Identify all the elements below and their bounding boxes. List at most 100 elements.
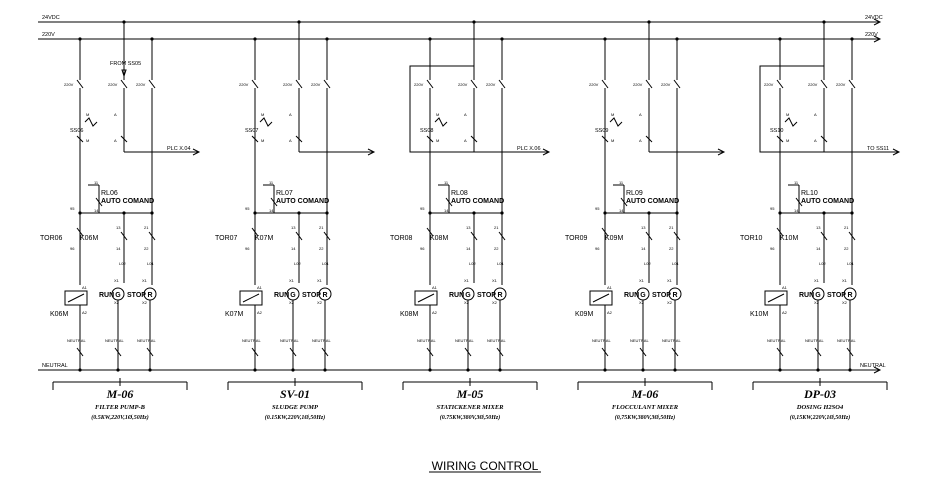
terminal-96: 96 — [245, 246, 250, 251]
voltage-label: 220V — [633, 82, 643, 87]
terminal-a: A — [639, 112, 642, 117]
voltage-label: 220V — [486, 82, 496, 87]
neutral-small-label: NEUTRAL — [280, 338, 299, 343]
selector-contact — [426, 135, 434, 143]
junction-dot — [325, 211, 329, 215]
overload-label: TOR08 — [390, 235, 413, 242]
stop-lamp-label: STOP — [302, 292, 321, 299]
terminal-21: 21 — [319, 225, 324, 230]
neutral-rail-arrow — [873, 366, 882, 374]
equipment-tag: M-06 — [106, 387, 134, 401]
equipment-name: FILTER PUMP-B — [95, 404, 146, 411]
relay-label: RL07 — [276, 190, 293, 197]
lamp-x2: X2 — [814, 300, 820, 305]
lamp-x1: X1 — [464, 278, 470, 283]
neutral-break — [601, 347, 609, 357]
junction-dot — [675, 211, 679, 215]
coil-slash — [417, 293, 435, 303]
fuse-break — [295, 79, 303, 89]
neutral-small-label: NEUTRAL — [455, 338, 474, 343]
junction-dot — [603, 37, 607, 41]
terminal-95: 95 — [245, 206, 250, 211]
aux-contact — [820, 231, 828, 241]
neutral-break — [814, 347, 822, 357]
terminal-l02: L02 — [819, 261, 826, 266]
plc-arrow — [192, 148, 201, 156]
voltage-label: 220V — [283, 82, 293, 87]
neutral-break — [76, 347, 84, 357]
neutral-small-label: NEUTRAL — [242, 338, 261, 343]
neutral-small-label: NEUTRAL — [805, 338, 824, 343]
terminal-l01: L01 — [672, 261, 679, 266]
contactor-coil — [64, 290, 88, 306]
fuse-break — [323, 79, 331, 89]
terminal-14: 14 — [94, 208, 99, 213]
relay-contact — [620, 197, 628, 207]
neutral-small-label: NEUTRAL — [662, 338, 681, 343]
junction-dot — [78, 368, 82, 372]
stop-lamp-label: STOP — [477, 292, 496, 299]
coil-a2: A2 — [257, 310, 263, 315]
selector-switch-label: SS07 — [245, 128, 258, 134]
neutral-break — [671, 347, 679, 357]
run-lamp-symbol: G — [290, 292, 296, 299]
terminal-a: A — [289, 112, 292, 117]
selector-contact — [820, 135, 828, 143]
overload-label: TOR07 — [215, 235, 238, 242]
relay-contact — [95, 197, 103, 207]
terminal-95: 95 — [770, 206, 775, 211]
terminal-14: 14 — [269, 208, 274, 213]
junction-dot — [778, 368, 782, 372]
terminal-13: 13 — [466, 225, 471, 230]
selector-switch-symbol — [259, 117, 273, 127]
relay-contact — [445, 197, 453, 207]
terminal-l01: L01 — [322, 261, 329, 266]
equipment-tag: M-06 — [631, 387, 659, 401]
terminal-m: M — [786, 112, 789, 117]
selector-contact — [295, 135, 303, 143]
selector-switch-symbol — [84, 117, 98, 127]
equipment-name: FLOCCULANT MIXER — [612, 404, 679, 411]
lamp-x1: X1 — [492, 278, 498, 283]
voltage-label: 220V — [64, 82, 74, 87]
terminal-11: 11 — [794, 180, 799, 185]
terminal-14: 14 — [619, 208, 624, 213]
plc-arrow — [542, 148, 551, 156]
selector-switch-symbol — [784, 117, 798, 127]
neutral-break — [289, 347, 297, 357]
terminal-22: 22 — [669, 246, 674, 251]
neutral-break — [251, 347, 259, 357]
junction-dot — [500, 211, 504, 215]
aux-contact — [120, 231, 128, 241]
junction-dot — [291, 368, 295, 372]
voltage-label: 220V — [764, 82, 774, 87]
junction-dot — [78, 37, 82, 41]
neutral-small-label: NEUTRAL — [105, 338, 124, 343]
overload-contact — [776, 227, 784, 237]
fuse-break — [76, 79, 84, 89]
junction-dot — [850, 211, 854, 215]
equipment-name: STATICKENER MIXER — [436, 404, 504, 411]
coil-label: K09M — [575, 311, 593, 318]
interlock-wire — [759, 65, 852, 153]
selector-switch-label: SS06 — [70, 128, 83, 134]
run-lamp-label: RUN — [449, 292, 464, 299]
neutral-rail-label-left: NEUTRAL — [42, 363, 68, 369]
terminal-l02: L02 — [469, 261, 476, 266]
terminal-m: M — [436, 112, 439, 117]
interlock-wire — [409, 65, 502, 153]
run-lamp-symbol: G — [815, 292, 821, 299]
selector-contact — [120, 135, 128, 143]
aux-contact-label: K07M — [255, 235, 273, 242]
selector-switch-label: SS10 — [770, 128, 783, 134]
equipment-spec: (0.75KW,380V,3Ø,50Hz) — [440, 414, 500, 421]
fuse-break — [645, 79, 653, 89]
coil-a1: A1 — [782, 285, 788, 290]
voltage-label: 220V — [589, 82, 599, 87]
neutral-small-label: NEUTRAL — [630, 338, 649, 343]
terminal-13: 13 — [641, 225, 646, 230]
